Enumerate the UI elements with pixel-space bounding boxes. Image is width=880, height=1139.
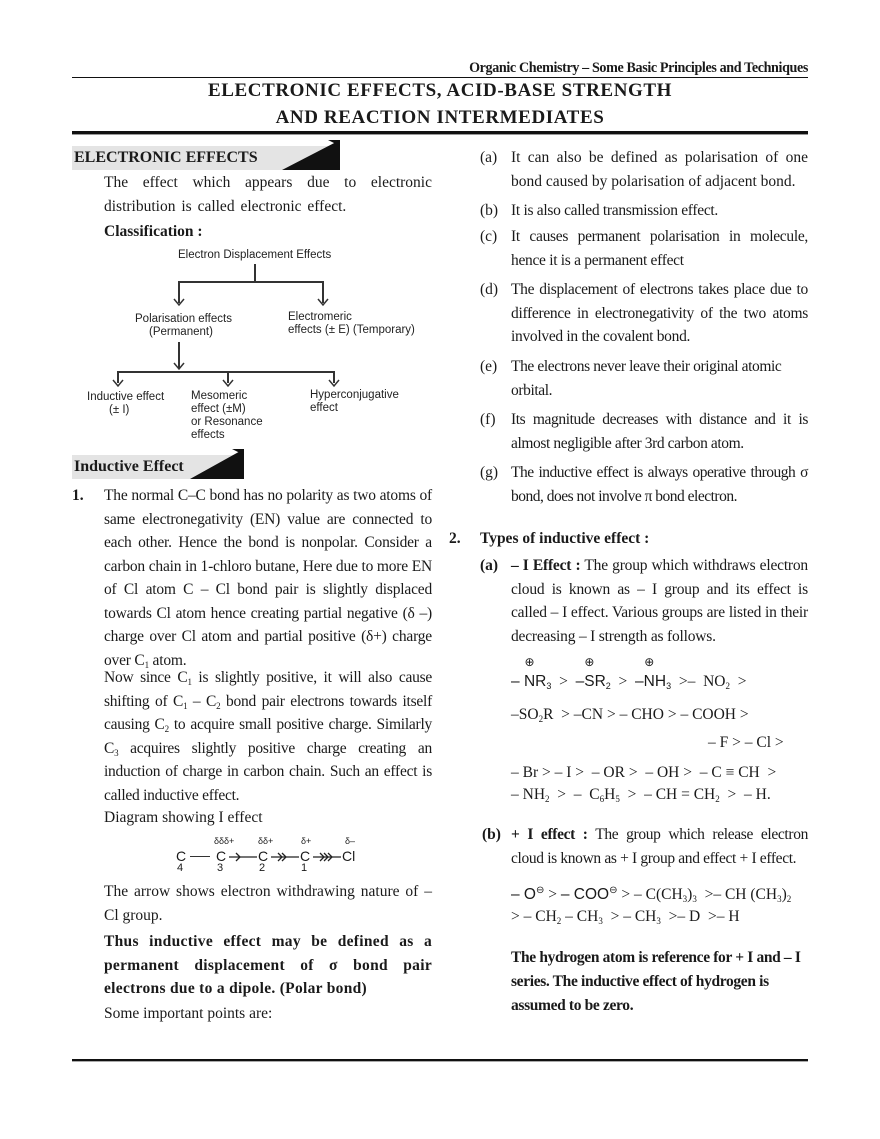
arrow-down-icon bbox=[317, 298, 329, 307]
intro-paragraph: The effect which appears due to electron… bbox=[104, 174, 432, 215]
classification-label: Classification : bbox=[104, 223, 203, 240]
node-hyperconjugative: Hyperconjugative effect bbox=[310, 389, 399, 414]
minus-i-paragraph: – I Effect : The group which withdraws e… bbox=[511, 557, 808, 645]
page-title-line1: ELECTRONIC EFFECTS, ACID-BASE STRENGTH bbox=[207, 80, 673, 101]
points-intro: Some important points are: bbox=[104, 1005, 273, 1022]
minus-i-series-line1: – N⊕R3 > –S⊕R2 > –N⊕H3 >– NO2 > bbox=[511, 655, 747, 691]
classification-diagram: Electron Displacement Effects Polarisati… bbox=[70, 240, 450, 450]
header-rule bbox=[72, 77, 808, 78]
types-heading: Types of inductive effect : bbox=[480, 530, 650, 547]
section-heading-text: Inductive Effect bbox=[74, 458, 184, 475]
hydrogen-reference-note: The hydrogen atom is reference for + I a… bbox=[511, 949, 801, 1014]
minus-i-series-line5: – NH2 > – C6H5 > – CH = CH2 > – H. bbox=[511, 786, 771, 804]
arrow-down-icon bbox=[222, 379, 234, 388]
section-heading-electronic-effects: ELECTRONIC EFFECTS bbox=[72, 140, 340, 170]
plus-i-paragraph: + I effect : The group which release ele… bbox=[511, 826, 808, 867]
plus-i-series-line2: > – CH2 – CH3 > – CH3 >– D >– H bbox=[511, 908, 740, 926]
plus-i-label: (b) bbox=[482, 826, 501, 843]
heading-corner-triangle-icon bbox=[282, 140, 340, 170]
node-electromeric: Electromeric effects (± E) (Temporary) bbox=[288, 311, 415, 336]
point-number-1: 1. bbox=[72, 487, 84, 504]
arrow-explanation: The arrow shows electron withdrawing nat… bbox=[104, 883, 432, 924]
footer-rule bbox=[72, 1059, 808, 1062]
single-arrow-icon bbox=[229, 852, 257, 862]
triple-arrow-icon bbox=[313, 852, 341, 862]
atom-c3: C bbox=[216, 848, 227, 864]
diagram-caption: Diagram showing I effect bbox=[104, 809, 263, 826]
atom-c1: C bbox=[300, 848, 311, 864]
arrow-down-icon bbox=[328, 379, 340, 388]
list-item: (d) The displacement of electrons takes … bbox=[480, 281, 808, 345]
node-mesomeric: Mesomeric effect (±M) or Resonance effec… bbox=[191, 390, 263, 441]
inductive-explanation-paragraph: Now since C1 is slightly positive, it wi… bbox=[104, 669, 432, 804]
list-item: (c) It causes permanent polarisation in … bbox=[480, 228, 808, 269]
inductive-definition: Thus inductive effect may be defined as … bbox=[104, 933, 432, 997]
node-polarisation: Polarisation effects (Permanent) bbox=[135, 313, 232, 338]
section-heading-text: ELECTRONIC EFFECTS bbox=[74, 149, 258, 166]
list-item: (g) The inductive effect is always opera… bbox=[480, 464, 809, 505]
double-arrow-icon bbox=[271, 852, 299, 862]
important-points-list: (a) It can also be defined as polarisati… bbox=[480, 146, 810, 514]
section-heading-inductive-effect: Inductive Effect bbox=[72, 449, 244, 479]
atom-c4: C bbox=[176, 848, 187, 864]
types-number: 2. bbox=[449, 530, 461, 547]
page-title-line2: AND REACTION INTERMEDIATES bbox=[275, 107, 605, 128]
arrow-down-icon bbox=[173, 362, 185, 371]
minus-i-series-line4: – Br > – I > – OR > – OH > – C ≡ CH > bbox=[511, 764, 777, 781]
arrow-down-icon bbox=[173, 298, 185, 307]
arrow-down-icon bbox=[112, 379, 124, 388]
list-item: (b) It is also called transmission effec… bbox=[480, 202, 718, 219]
atom-cl: Cl bbox=[342, 848, 356, 864]
minus-i-label: (a) bbox=[480, 557, 499, 574]
inductive-chain-diagram: C 4 δδδ+ C 3 δδ+ C 2 δ+ C 1 δ– Cl bbox=[176, 836, 356, 874]
heading-corner-triangle-icon bbox=[190, 449, 244, 479]
list-item: (f) Its magnitude decreases with distanc… bbox=[480, 411, 808, 452]
list-item: (a) It can also be defined as polarisati… bbox=[480, 149, 808, 190]
atom-c2: C bbox=[258, 848, 269, 864]
node-electron-displacement: Electron Displacement Effects bbox=[178, 249, 332, 261]
point-1-paragraph: The normal C–C bond has no polarity as t… bbox=[104, 487, 432, 670]
minus-i-series-line3: – F > – Cl > bbox=[708, 734, 784, 751]
list-item: (e) The electrons never leave their orig… bbox=[480, 358, 782, 399]
minus-i-series-line2: –SO2R > –CN > – CHO > – COOH > bbox=[511, 706, 749, 724]
node-inductive: Inductive effect (± I) bbox=[87, 391, 165, 416]
plus-i-series-line1: – O⊖ > – COO⊖ > – C(CH3)3 >– CH (CH3)2 bbox=[511, 884, 792, 904]
running-head: Organic Chemistry – Some Basic Principle… bbox=[469, 60, 808, 76]
title-rule bbox=[72, 131, 808, 135]
